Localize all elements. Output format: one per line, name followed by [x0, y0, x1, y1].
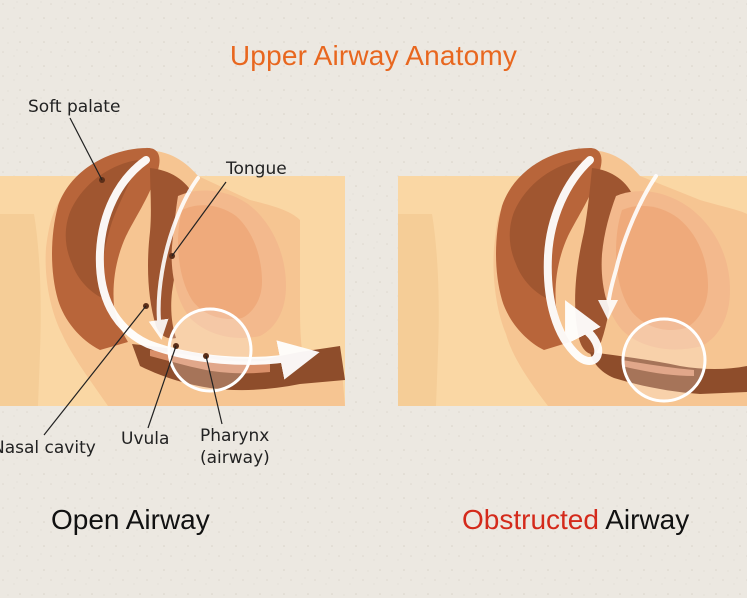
- obstructed-airway-caption: Obstructed Airway: [462, 503, 689, 537]
- obstructed-word: Obstructed: [462, 504, 599, 535]
- nasal-cavity-label: Nasal cavity: [0, 438, 96, 458]
- uvula-label: Uvula: [121, 429, 170, 449]
- pharynx-label-line1: Pharynx: [200, 426, 270, 446]
- pharynx-label: Pharynx (airway): [200, 425, 300, 469]
- tongue-label: Tongue: [226, 159, 287, 179]
- soft-palate-label: Soft palate: [28, 97, 121, 117]
- airway-word: Airway: [598, 504, 690, 535]
- pharynx-label-line2: (airway): [200, 448, 270, 468]
- diagram-title: Upper Airway Anatomy: [229, 40, 518, 71]
- open-airway-caption: Open Airway: [51, 504, 210, 535]
- open-airway-diagram: [0, 117, 345, 436]
- obstructed-airway-diagram: [398, 148, 747, 406]
